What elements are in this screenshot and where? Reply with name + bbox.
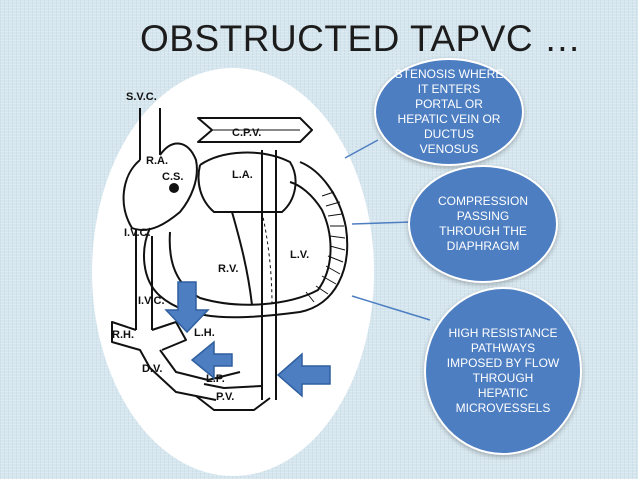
label-svc: S.V.C.: [126, 91, 157, 103]
label-lv: L.V.: [290, 249, 309, 261]
label-ra: R.A.: [146, 155, 168, 167]
left-arrow-icon-right: [276, 352, 331, 398]
svc-vessel: [139, 108, 161, 160]
connector-line-2: [351, 221, 413, 225]
coronary-sinus-dot: [169, 183, 179, 193]
pointer-arrows: [164, 281, 331, 398]
heart-line-drawing: [111, 108, 349, 411]
connector-line-3: [351, 295, 431, 321]
descending-vein-dashed: [261, 211, 273, 306]
callout-compression: COMPRESSION PASSING THROUGH THE DIAPHRAG…: [408, 165, 558, 283]
right-atrium: [122, 142, 198, 231]
connector-line-1: [344, 139, 379, 159]
label-pv: P.V.: [216, 391, 234, 403]
hepatic-veins: [111, 321, 187, 369]
slide-title: OBSTRUCTED TAPVC …: [140, 18, 582, 59]
callout-stenosis: STENOSIS WHERE IT ENTERS PORTAL OR HEPAT…: [374, 58, 524, 166]
ivc-vessel: [135, 230, 153, 330]
down-arrow-icon: [164, 281, 210, 334]
callout-stenosis-text: STENOSIS WHERE IT ENTERS PORTAL OR HEPAT…: [394, 67, 504, 156]
callout-high-resistance-text: HIGH RESISTANCE PATHWAYS IMPOSED BY FLOW…: [446, 326, 560, 415]
septum: [231, 211, 253, 306]
label-dv: D.V.: [142, 363, 162, 375]
callout-high-resistance: HIGH RESISTANCE PATHWAYS IMPOSED BY FLOW…: [424, 287, 582, 455]
label-lh: L.H.: [194, 327, 215, 339]
label-la: L.A.: [232, 169, 253, 181]
left-arrow-icon-middle: [190, 340, 233, 380]
lv-wall-hatching: [305, 191, 346, 303]
ductus-venosus: [149, 349, 241, 401]
label-rv: R.V.: [218, 263, 238, 275]
label-ivc-upper: I.V.C.: [124, 227, 151, 239]
vertical-vein: [261, 150, 277, 400]
portal-vein: [195, 383, 271, 411]
label-lp: L.P.: [206, 373, 225, 385]
left-atrium: [197, 151, 297, 213]
label-cpv: C.P.V.: [232, 127, 261, 139]
label-ivc-lower: I.V.C.: [138, 295, 165, 307]
label-rh: R.H.: [112, 329, 134, 341]
callout-compression-text: COMPRESSION PASSING THROUGH THE DIAPHRAG…: [437, 194, 528, 253]
label-cs: C.S.: [162, 171, 183, 183]
